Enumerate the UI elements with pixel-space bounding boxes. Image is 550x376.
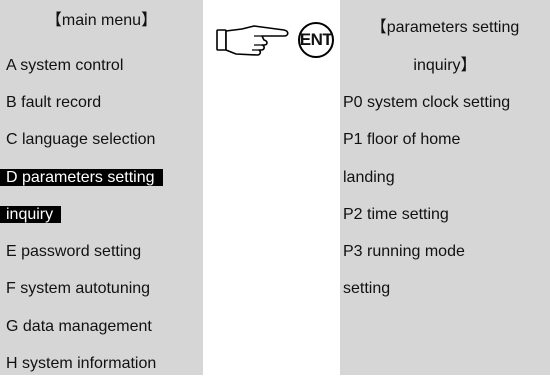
submenu-item-time-setting[interactable]: P2 time setting	[343, 206, 449, 223]
menu-item-system-autotuning[interactable]: F system autotuning	[6, 280, 151, 297]
menu-item-system-control[interactable]: A system control	[6, 57, 124, 74]
submenu-item-home-floor-cont[interactable]: landing	[343, 169, 395, 186]
submenu-item-system-clock[interactable]: P0 system clock setting	[343, 94, 511, 111]
main-menu-panel: 【main menu】 A system control B fault rec…	[0, 0, 203, 375]
menu-item-language-selection[interactable]: C language selection	[6, 131, 156, 148]
menu-item-fault-record[interactable]: B fault record	[6, 94, 102, 111]
main-menu-title: 【main menu】	[45, 12, 158, 29]
menu-item-system-information[interactable]: H system information	[6, 355, 157, 372]
submenu-title-line1: 【parameters setting	[370, 19, 520, 36]
ent-key-indicator: ENT	[214, 18, 338, 62]
pointing-hand-icon	[216, 22, 334, 58]
submenu-title-line2: inquiry】	[413, 57, 477, 74]
menu-item-parameters-inquiry[interactable]: inquiry	[0, 206, 62, 223]
menu-item-parameters-setting[interactable]: D parameters setting	[0, 169, 163, 186]
submenu-item-home-floor[interactable]: P1 floor of home	[343, 131, 461, 148]
submenu-item-running-mode[interactable]: P3 running mode	[343, 243, 465, 260]
ent-key-label[interactable]: ENT	[299, 30, 333, 49]
submenu-item-running-mode-cont[interactable]: setting	[343, 280, 391, 297]
submenu-panel: 【parameters setting inquiry】 P0 system c…	[340, 0, 550, 375]
menu-item-data-management[interactable]: G data management	[6, 318, 152, 335]
menu-item-password-setting[interactable]: E password setting	[6, 243, 142, 260]
